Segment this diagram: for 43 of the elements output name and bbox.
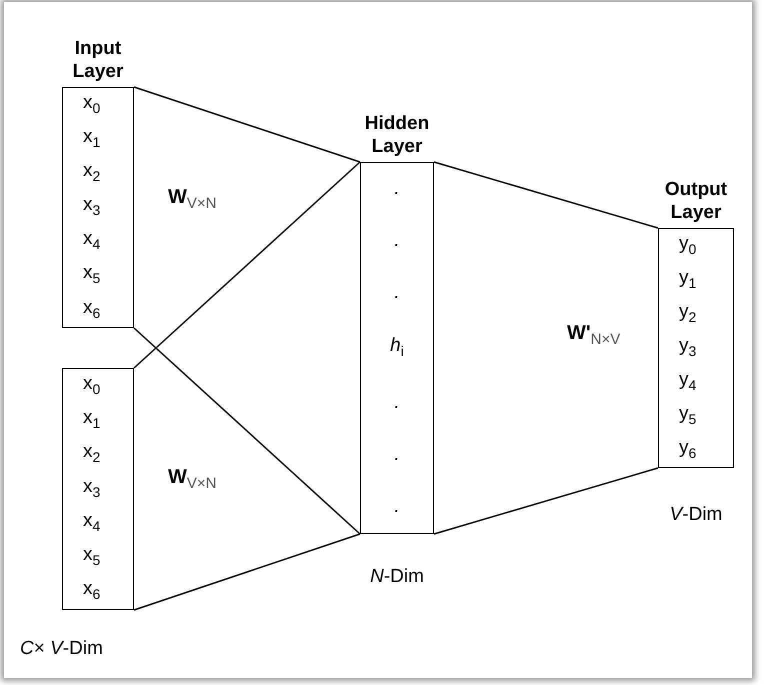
dimension-label: V-Dim [668,504,724,526]
input-label: x$_{3}$ [82,476,102,502]
output-label: y$_{2}$ [678,300,698,326]
input-label: x$_{1}$ [82,407,102,433]
hidden-unit-label: . [393,282,401,304]
hidden-unit-label: . [393,444,401,466]
input-label: x$_{0}$ [82,372,102,399]
input-label: x$_{6}$ [82,296,102,322]
input-label: x$_{4}$ [82,510,102,536]
dimension-label: C× V-Dim [20,638,103,660]
weight-matrix-label: W$_{V×N}$ [168,186,216,212]
weight-matrix-label: W$_{V×N}$ [168,466,216,492]
connector-line [134,86,360,163]
layer-heading: Input Layer [72,37,124,83]
hidden-unit-label: h$_{i}$ [389,334,405,360]
connector-line [134,533,360,611]
output-label: y$_{6}$ [678,436,698,462]
input-label: x$_{5}$ [82,262,102,288]
hidden-unit-label: . [393,496,401,518]
hidden-unit-label: . [393,178,401,200]
output-label: y$_{5}$ [678,402,698,428]
input-label: x$_{0}$ [82,92,102,118]
connector-line [134,161,360,369]
hidden-unit-label: . [393,392,401,414]
dimension-label: N-Dim [369,566,425,588]
weight-matrix-label: W'$_{N×V}$ [567,322,620,348]
layer-heading: Output Layer [664,178,728,224]
input-label: x$_{5}$ [82,544,102,570]
input-label: x$_{4}$ [82,228,102,254]
input-label: x$_{6}$ [82,578,102,604]
output-label: y$_{1}$ [678,266,698,292]
input-label: x$_{2}$ [82,160,102,186]
connector-line [434,161,658,229]
input-label: x$_{2}$ [82,441,102,468]
hidden-unit-label: . [393,230,401,252]
input-label: x$_{3}$ [82,194,102,220]
output-label: y$_{0}$ [678,232,698,258]
connector-line [134,327,360,535]
layer-heading: Hidden Layer [364,112,430,158]
connector-line [434,467,658,535]
input-label: x$_{1}$ [82,126,102,152]
output-label: y$_{3}$ [678,334,698,360]
output-label: y$_{4}$ [678,368,698,394]
